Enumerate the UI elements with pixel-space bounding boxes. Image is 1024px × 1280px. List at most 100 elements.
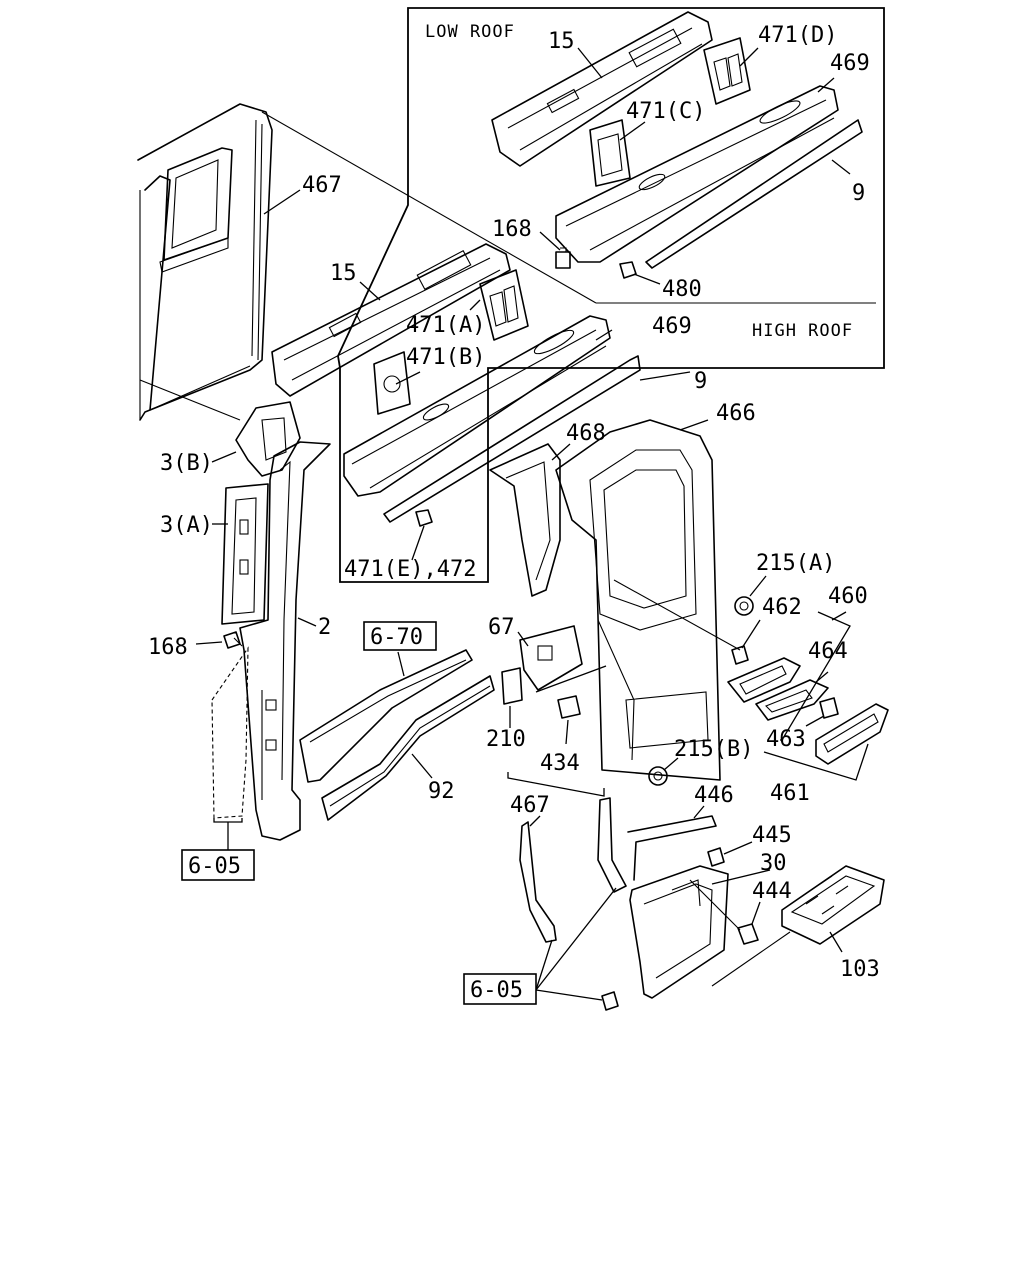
leader-466 (679, 419, 709, 431)
label-471b: 471(B) (406, 345, 485, 370)
label-67: 67 (488, 615, 515, 640)
group-bracket-467 (507, 772, 605, 797)
cab-side-outline (137, 103, 273, 421)
svg-text:6-05: 6-05 (188, 854, 241, 879)
leader-471a (469, 299, 481, 311)
part-30-step-housing (629, 865, 729, 999)
leader-30 (711, 869, 771, 885)
part-466-door-frame (555, 419, 721, 781)
label-168-mid: 168 (148, 635, 188, 660)
leader-469-low (817, 77, 835, 93)
part-2-front-pillar (239, 441, 331, 841)
part-215a-grommet (734, 596, 754, 616)
label-215b: 215(B) (674, 737, 753, 762)
leader-467-bottom (529, 815, 541, 827)
part-3b-pillar-top (235, 401, 301, 477)
leader-6-05-bottom-b (535, 887, 617, 991)
leader-6-70 (397, 651, 405, 677)
label-480: 480 (662, 277, 702, 302)
label-15-low: 15 (548, 29, 575, 54)
part-bolt-bottom (601, 991, 619, 1011)
leader-471e (411, 525, 425, 561)
label-463: 463 (766, 727, 806, 752)
part-92-rocker (321, 675, 495, 821)
high-roof-caption: HIGH ROOF (752, 321, 853, 341)
label-464: 464 (808, 639, 848, 664)
label-467-top: 467 (302, 173, 342, 198)
part-15-high-roof-header (271, 243, 511, 397)
reference-line (261, 111, 597, 304)
part-461-lamp (815, 703, 889, 765)
part-471d-bracket (703, 37, 751, 105)
leader-67-bracket (535, 665, 607, 693)
part-462-clip (731, 645, 749, 665)
leader-444-ref (689, 879, 741, 931)
leader-168-top (539, 231, 561, 251)
leader-434 (565, 719, 569, 745)
part-210-stopper (501, 667, 523, 705)
leader-464 (815, 671, 829, 683)
part-444-bolt (737, 923, 759, 945)
leader-468 (551, 443, 571, 461)
part-471e-472-clip (415, 509, 433, 527)
part-215b-grommet (648, 766, 668, 786)
leader-92 (411, 753, 433, 779)
label-444: 444 (752, 879, 792, 904)
label-9-low: 9 (852, 181, 865, 206)
part-168-bolt-top (555, 247, 571, 269)
leader-471b (395, 371, 421, 385)
label-469-low: 469 (830, 51, 870, 76)
part-469-low-roof-rail (555, 85, 839, 263)
leader-103-ref (711, 931, 791, 987)
label-15-high: 15 (330, 261, 357, 286)
leader-15-low (577, 47, 603, 79)
ref-box-6-70: 6-70 (363, 621, 437, 651)
label-434: 434 (540, 751, 580, 776)
label-461: 461 (770, 781, 810, 806)
leader-3b (211, 451, 237, 463)
leader-462-ref (613, 579, 741, 651)
leader-446 (693, 805, 705, 819)
low-roof-caption: LOW ROOF (425, 22, 515, 42)
part-3a-pillar-inner (221, 483, 269, 625)
part-463-clip (819, 697, 839, 719)
label-168-top: 168 (492, 217, 532, 242)
leader-9-high (639, 371, 691, 381)
svg-text:6-05: 6-05 (470, 978, 523, 1003)
leader-469-high (595, 329, 613, 341)
leader-480 (633, 273, 661, 285)
part-446-rod (627, 815, 717, 881)
part-471a-bracket (479, 269, 529, 341)
leader-15-high (359, 281, 381, 301)
inset-frame (337, 7, 885, 583)
leader-2 (297, 617, 317, 627)
leader-463 (805, 715, 825, 727)
part-9-low-roof-molding (645, 119, 863, 269)
leader-215b (663, 757, 679, 771)
part-434-striker (557, 695, 581, 719)
reference-line-2 (139, 379, 241, 421)
leader-103 (829, 931, 843, 953)
leader-467-top (263, 189, 301, 215)
label-92: 92 (428, 779, 455, 804)
label-9-high: 9 (694, 369, 707, 394)
leader-462 (741, 619, 761, 649)
label-462: 462 (762, 595, 802, 620)
part-460-gasket (727, 657, 801, 703)
label-3a: 3(A) (160, 513, 213, 538)
label-103: 103 (840, 957, 880, 982)
leader-460 (831, 611, 847, 621)
ref-box-6-05-bottom: 6-05 (463, 973, 537, 1005)
part-467-bracket-right (597, 797, 627, 893)
label-468: 468 (566, 421, 606, 446)
svg-text:6-70: 6-70 (370, 625, 423, 650)
leader-215a (749, 575, 767, 597)
lower-left-panel-outline (211, 646, 249, 850)
part-471b-bracket (373, 351, 411, 415)
label-471a: 471(A) (406, 313, 485, 338)
leader-9-low (831, 159, 851, 175)
part-67-bracket (519, 625, 583, 691)
bracket-461 (763, 743, 869, 781)
